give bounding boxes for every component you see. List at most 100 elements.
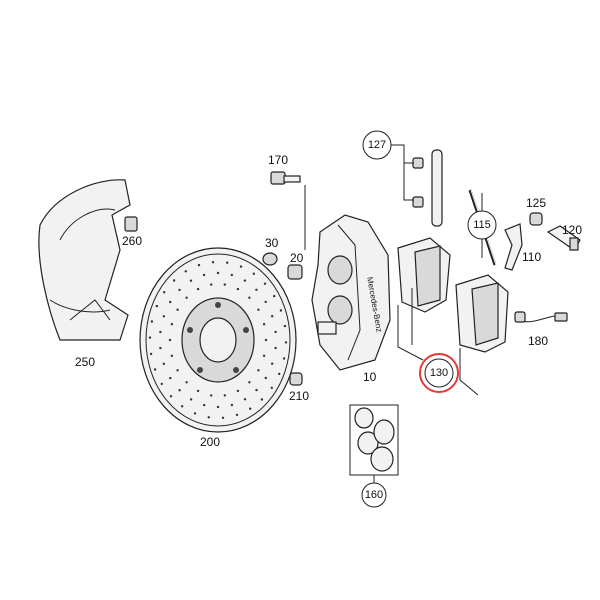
bolt-260[interactable] [124,216,138,232]
disc-hole [236,389,240,393]
bolt-170[interactable] [270,171,301,185]
disc-hole [159,330,162,334]
label-115: 115 [473,219,491,231]
disc-hole [210,283,213,286]
label-10: 10 [363,370,377,384]
disc-hole [162,362,165,365]
disc-hole [149,352,153,356]
disc-hole [162,315,165,318]
disc-hole [239,265,243,268]
bolt-210[interactable] [289,372,303,386]
disc-hole [252,272,255,275]
disc-hole [193,412,197,415]
brake-disc-200[interactable] [139,247,297,433]
label-250: 250 [75,355,95,369]
disc-hole [163,291,166,294]
wear-sensor-180[interactable] [514,311,568,323]
disc-hole [262,354,266,357]
disc-hole [270,386,273,389]
highlight-ring-130 [419,353,459,393]
label-170: 170 [268,153,288,167]
disc-hole [216,271,220,275]
disc-hole [279,309,283,312]
brake-caliper-10[interactable]: Mercedes-Benz [311,214,391,371]
disc-hole [159,346,162,350]
disc-hole [249,407,252,410]
label-30: 30 [265,236,279,250]
disc-hole [189,279,193,282]
disc-hole [202,273,206,277]
callout-130[interactable] [424,358,454,388]
disc-hole [226,261,229,264]
disc-hole [264,338,268,342]
disc-hole [168,338,172,342]
disc-hole [257,308,260,311]
disc-hole [155,304,158,308]
disc-hole [283,324,287,328]
disc-hole [196,287,200,291]
disc-hole [178,389,181,392]
disc-hole [150,320,154,323]
disc-hole [273,294,276,298]
disc-hole [271,362,274,365]
splash-shield-250[interactable] [38,179,131,341]
label-180: 180 [528,334,548,348]
label-20: 20 [290,251,304,265]
seal-kit-160[interactable] [354,407,395,472]
clip-110[interactable] [504,223,523,271]
screw-120[interactable] [546,225,581,251]
label-130: 130 [430,367,448,379]
label-210: 210 [289,389,309,403]
disc-hole [221,416,225,419]
disc-hole [203,403,206,407]
disc-hole [263,282,267,285]
disc-hole [223,283,226,286]
brake-pad-130-outer[interactable] [455,274,509,353]
disc-hole [216,405,220,409]
grommet-30[interactable] [262,252,278,266]
label-120: 120 [562,223,582,237]
disc-hole [260,398,264,401]
guide-pin-20[interactable] [287,264,303,280]
disc-hole [170,323,174,326]
disc-hole [207,416,210,419]
disc-hole [235,413,239,417]
disc-hole [248,381,251,384]
disc-hole [153,368,157,371]
disc-hole [170,354,174,357]
disc-hole [176,369,179,372]
disc-hole [282,357,286,360]
disc-hole [271,315,274,318]
disc-hole [264,376,267,380]
disc-hole [230,273,233,277]
disc-hole [223,394,226,397]
disc-hole [176,308,179,311]
label-200: 200 [200,435,220,449]
disc-hole [178,288,181,292]
disc-hole [185,381,188,384]
label-125: 125 [526,196,546,210]
disc-hole [197,263,201,267]
brake-pad-130-inner[interactable] [397,237,451,313]
disc-hole [262,323,266,326]
disc-hole [284,341,288,344]
disc-hole [169,376,172,380]
disc-hole [210,394,213,397]
disc-hole [278,372,281,376]
disc-hole [184,270,187,273]
label-260: 260 [122,234,142,248]
disc-hole [243,398,247,401]
disc-hole [169,395,173,398]
disc-hole [248,296,251,299]
disc-hole [264,300,267,304]
label-127: 127 [368,139,386,151]
callout-160 [361,482,387,508]
disc-hole [274,346,277,350]
bolt-125[interactable] [529,212,543,226]
retaining-spring-127[interactable] [412,149,443,227]
disc-hole [230,403,234,407]
disc-hole [211,261,215,264]
disc-hole [160,382,163,386]
label-110: 110 [522,250,541,264]
